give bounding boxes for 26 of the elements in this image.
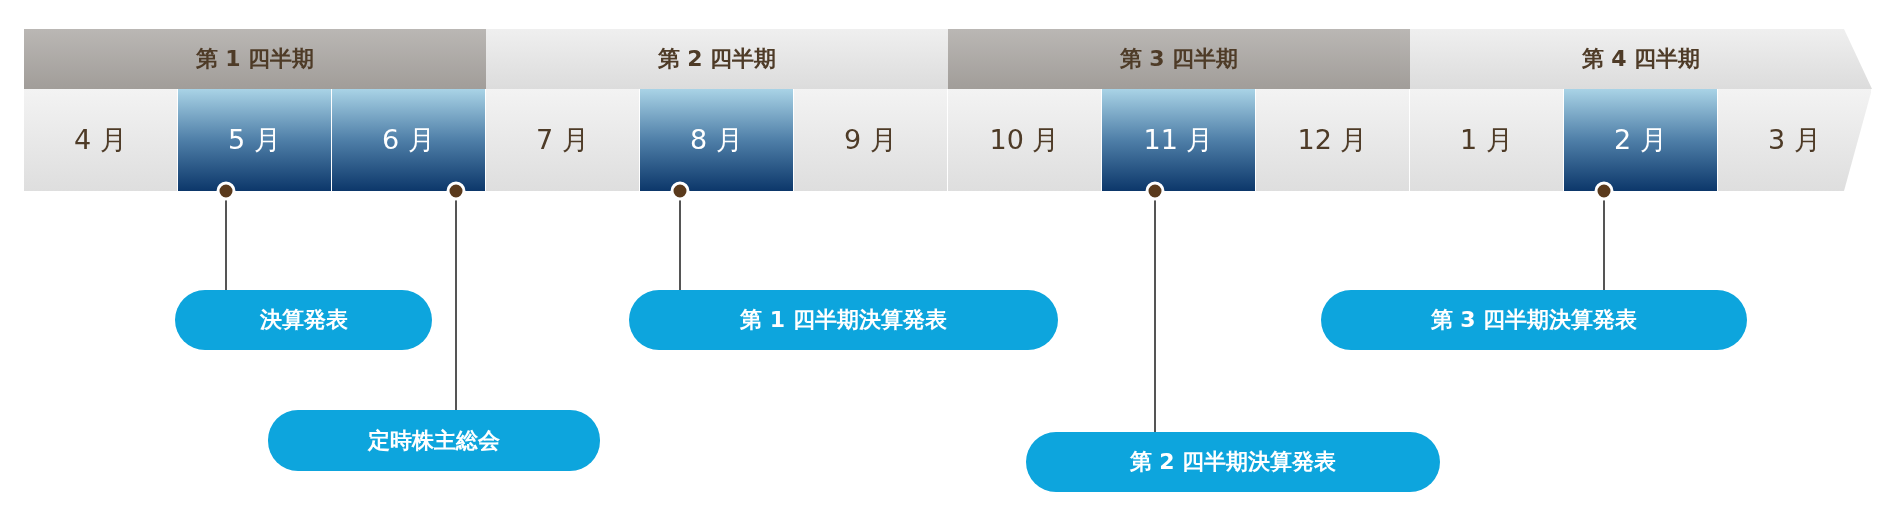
event-pill: 定時株主総会 — [268, 410, 600, 471]
event-pill: 決算発表 — [175, 290, 432, 350]
event-pill: 第 1 四半期決算発表 — [629, 290, 1058, 350]
month-cell: 11 月 — [1102, 89, 1256, 191]
leader-line — [1145, 181, 1165, 433]
month-cell: 8 月 — [640, 89, 794, 191]
leader-line — [216, 181, 236, 291]
month-cell: 5 月 — [178, 89, 332, 191]
quarter-band: 第 4 四半期 — [1410, 29, 1872, 89]
month-cell: 6 月 — [332, 89, 486, 191]
month-cell: 3 月 — [1718, 89, 1872, 191]
month-cell: 1 月 — [1410, 89, 1564, 191]
month-cell: 10 月 — [948, 89, 1102, 191]
leader-line — [1594, 181, 1614, 291]
month-cell: 4 月 — [24, 89, 178, 191]
event-pill: 第 2 四半期決算発表 — [1026, 432, 1440, 492]
month-cell: 7 月 — [486, 89, 640, 191]
quarter-band: 第 3 四半期 — [948, 29, 1410, 89]
quarter-band: 第 1 四半期 — [24, 29, 486, 89]
event-pill: 第 3 四半期決算発表 — [1321, 290, 1747, 350]
month-cell: 9 月 — [794, 89, 948, 191]
quarter-band: 第 2 四半期 — [486, 29, 948, 89]
month-cell: 2 月 — [1564, 89, 1718, 191]
month-cell: 12 月 — [1256, 89, 1410, 191]
leader-line — [446, 181, 466, 411]
leader-line — [670, 181, 690, 291]
